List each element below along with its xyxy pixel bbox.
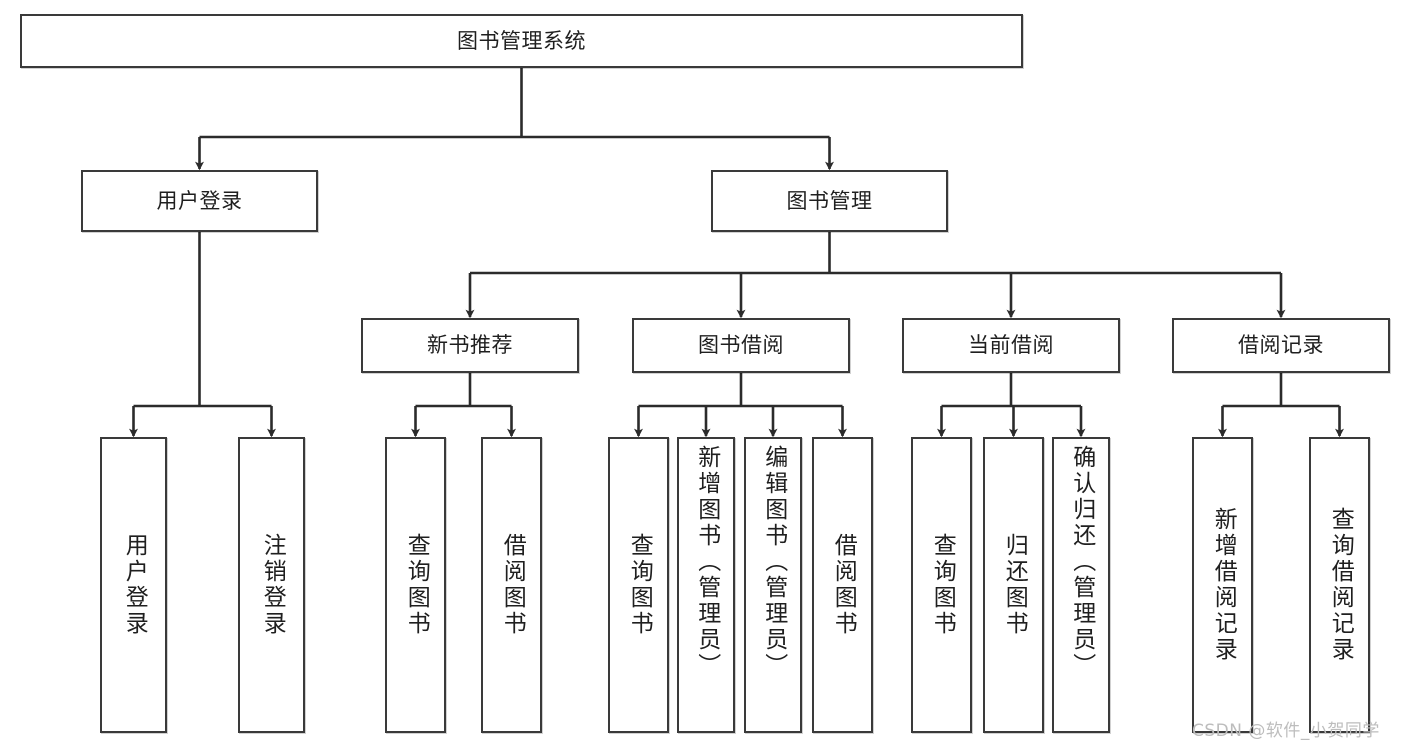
node-b_add[interactable]: 新增图书（管理员） bbox=[677, 437, 735, 733]
node-newrec[interactable]: 新书推荐 bbox=[361, 318, 579, 373]
node-r_query[interactable]: 查询借阅记录 bbox=[1309, 437, 1370, 733]
node-label: 查询借阅记录 bbox=[1327, 507, 1354, 663]
node-label: 借阅图书 bbox=[830, 533, 857, 637]
node-label: 用户登录 bbox=[156, 188, 243, 213]
node-b_lend[interactable]: 借阅图书 bbox=[812, 437, 873, 733]
node-c_confirm[interactable]: 确认归还（管理员） bbox=[1052, 437, 1110, 733]
node-b_edit[interactable]: 编辑图书（管理员） bbox=[744, 437, 802, 733]
node-n_borrow[interactable]: 借阅图书 bbox=[481, 437, 542, 733]
node-login[interactable]: 用户登录 bbox=[81, 170, 318, 232]
node-label: 确认归还（管理员） bbox=[1068, 445, 1095, 679]
node-label: 图书管理 bbox=[786, 188, 873, 213]
node-label: 新增图书（管理员） bbox=[693, 445, 720, 679]
node-label: 归还图书 bbox=[1001, 533, 1028, 637]
node-label: 当前借阅 bbox=[968, 333, 1054, 358]
node-label: 查询图书 bbox=[626, 533, 653, 637]
node-root[interactable]: 图书管理系统 bbox=[20, 14, 1023, 68]
node-l_login[interactable]: 用户登录 bbox=[100, 437, 167, 733]
node-r_add[interactable]: 新增借阅记录 bbox=[1192, 437, 1253, 733]
node-label: 查询图书 bbox=[929, 533, 956, 637]
node-borrow[interactable]: 图书借阅 bbox=[632, 318, 850, 373]
node-label: 注销登录 bbox=[259, 533, 286, 637]
node-records[interactable]: 借阅记录 bbox=[1172, 318, 1390, 373]
node-bookmgmt[interactable]: 图书管理 bbox=[711, 170, 948, 232]
node-label: 图书借阅 bbox=[698, 333, 784, 358]
node-n_query[interactable]: 查询图书 bbox=[385, 437, 446, 733]
node-c_query[interactable]: 查询图书 bbox=[911, 437, 972, 733]
node-b_query[interactable]: 查询图书 bbox=[608, 437, 669, 733]
node-l_logout[interactable]: 注销登录 bbox=[238, 437, 305, 733]
node-label: 借阅记录 bbox=[1238, 333, 1324, 358]
node-current[interactable]: 当前借阅 bbox=[902, 318, 1120, 373]
node-label: 查询图书 bbox=[403, 533, 430, 637]
node-c_return[interactable]: 归还图书 bbox=[983, 437, 1044, 733]
node-label: 新增借阅记录 bbox=[1210, 507, 1237, 663]
node-label: 新书推荐 bbox=[427, 333, 513, 358]
csdn-watermark: CSDN @软件_小贺同学 bbox=[1192, 721, 1380, 741]
node-label: 借阅图书 bbox=[499, 533, 526, 637]
node-label: 图书管理系统 bbox=[457, 28, 586, 53]
node-label: 用户登录 bbox=[121, 533, 148, 637]
node-label: 编辑图书（管理员） bbox=[760, 445, 787, 679]
